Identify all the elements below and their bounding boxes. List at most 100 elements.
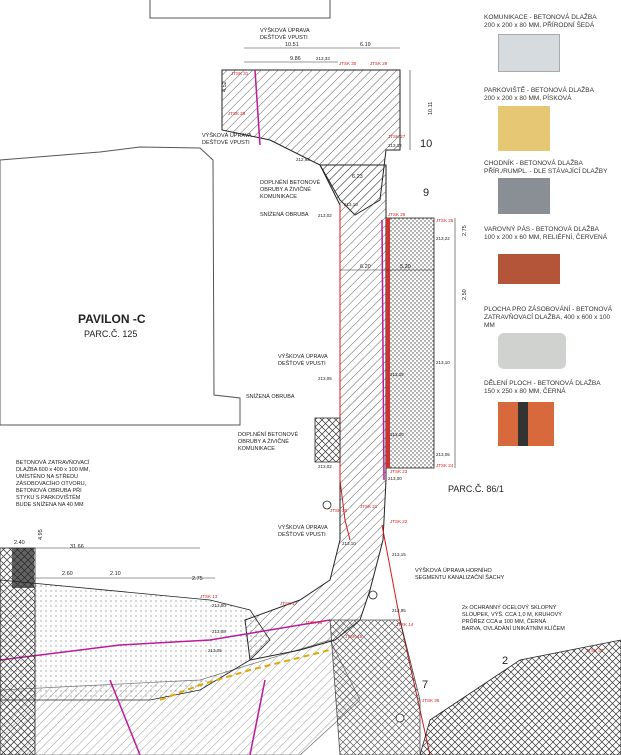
- label-zatrav-5: STYKU S PARKOVIŠTĚM: [16, 493, 81, 501]
- label-snizena-2: SNÍŽENÁ OBRUBA: [246, 392, 295, 400]
- dim-d16: 5.20: [400, 264, 411, 270]
- label-sloupky-2: PRŮŘEZ CCA ⌀ 100 MM, ČERNÁ: [462, 617, 546, 625]
- section-mark-7: 7: [422, 679, 428, 691]
- manhole-3: [395, 713, 405, 723]
- label-snizena-1: SNÍŽENÁ OBRUBA: [260, 210, 309, 218]
- legend-title-1: PARKOVIŠTĚ - BETONOVÁ DLAŽBA: [484, 87, 594, 94]
- magenta-lower-2: [109, 679, 141, 755]
- dim-d2: 9.86: [290, 56, 301, 62]
- label-zatrav-3: ZÁSOBOVACÍHO OTVORU,: [16, 480, 87, 487]
- label-vyskova-4a: VÝŠKOVÁ ÚPRAVA: [278, 524, 328, 531]
- legend-swatch-1: [498, 106, 550, 151]
- jtsk-17: JTSK 17: [280, 601, 298, 606]
- bottom-right-area: [419, 639, 621, 755]
- label-doplneni-1b: OBRUBY A ŽIVIČNÉ: [260, 185, 311, 193]
- level-0: 213,33: [316, 56, 330, 61]
- jtsk-30: JTSK 30: [339, 61, 357, 66]
- level-16: 213,05: [208, 648, 222, 653]
- jtsk-16: JTSK 16: [305, 620, 323, 625]
- yellow-line: [159, 649, 331, 701]
- label-doplneni-1a: DOPLNĚNÍ BETONOVÉ: [260, 178, 320, 186]
- legend-item-1: PARKOVIŠTĚ - BETONOVÁ DLAŽBA 200 x 200 x…: [484, 87, 620, 103]
- legend-item-3: VAROVNÝ PÁS - BETONOVÁ DLAŽBA 100 x 200 …: [484, 226, 620, 242]
- dim-d12: 2.60: [62, 571, 73, 577]
- label-vyskova-3a: VÝŠKOVÁ ÚPRAVA: [278, 353, 328, 360]
- level-6: 213,10: [436, 360, 450, 365]
- jtsk-21: JTSK 21: [360, 504, 378, 509]
- level-12: 213,15: [392, 552, 406, 557]
- legend-swatch-2: [498, 178, 550, 214]
- label-vyskova-4b: DEŠŤOVÉ VPUSTI: [278, 530, 326, 538]
- legend-sub-0: 200 x 200 x 80 MM, PŘÍRODNÍ ŠEDÁ: [484, 22, 595, 29]
- bottom-center-area: [329, 619, 421, 755]
- label-vyskova-1a: VÝŠKOVÁ ÚPRAVA: [260, 27, 310, 34]
- boundary-red: [339, 205, 351, 541]
- legend-swatch-5-stripe: [518, 402, 528, 446]
- magenta-lower-3: [249, 679, 266, 755]
- section-mark-2: 2: [502, 655, 508, 667]
- legend-title-4: PLOCHA PRO ZÁSOBOVÁNÍ - BETONOVÁ: [484, 306, 613, 313]
- dim-d13: 2.10: [110, 571, 121, 577]
- section-marks: 10 9 7 2: [420, 138, 508, 691]
- label-sachta-b: SEGMENTU KANALIZAČNÍ ŠACHY: [415, 574, 505, 581]
- jtsk-29: JTSK 29: [370, 61, 388, 66]
- label-zatrav-0: BETONOVÁ ZATRAVŇOVACÍ: [16, 459, 90, 466]
- jtsk-27: JTSK 27: [388, 134, 406, 139]
- label-doplneni-1c: KOMUNIKACE: [260, 194, 297, 200]
- label-zatrav-1: DLAŽBA 600 x 400 x 100 MM,: [16, 465, 90, 473]
- dim-d11: 31.66: [70, 544, 84, 550]
- dim-d6: 6.23: [352, 174, 363, 180]
- legend-sub-3: 100 x 200 x 60 MM, RELIÉFNÍ, ČERVENÁ: [484, 234, 608, 241]
- black-block: [12, 548, 34, 588]
- cross-strip: [386, 218, 390, 468]
- dim-d5: 10.11: [428, 102, 434, 115]
- section-mark-9: 9: [423, 187, 429, 199]
- jtsk-24: JTSK 24: [436, 463, 454, 468]
- level-2: 212,92: [296, 157, 310, 162]
- level-3: 213,02: [318, 213, 332, 218]
- legend-sub-2: PŘÍR./RUMPL. - DLE STÁVAJÍCÍ DLAŽBY: [484, 168, 608, 175]
- legend-item-4: PLOCHA PRO ZÁSOBOVÁNÍ - BETONOVÁ ZATRAVŇ…: [484, 306, 620, 330]
- manhole-1: [322, 500, 332, 510]
- magenta-lower: [0, 619, 331, 661]
- section-mark-10: 10: [420, 138, 432, 150]
- level-18: 213,20: [390, 432, 404, 437]
- dimension-lines: [0, 47, 456, 579]
- label-sachta-a: VÝŠKOVÁ ÚPRAVA HORNÍHO: [415, 567, 493, 574]
- label-zatrav-4: BETONOVÁ OBRUBA PŘI: [16, 486, 82, 494]
- legend-item-0: KOMUNIKACE - BETONOVÁ DLAŽBA 200 x 200 x…: [484, 14, 620, 30]
- level-5: 213,22: [436, 236, 450, 241]
- jtsk-15: JTSK 15: [345, 634, 363, 639]
- jtsk-22: JTSK 22: [390, 519, 408, 524]
- jtsk-28: JTSK 28: [228, 111, 246, 116]
- dotted-parking-strip: [385, 217, 435, 469]
- legend-item-2: CHODNÍK - BETONOVÁ DLAŽBA PŘÍR./RUMPL. -…: [484, 160, 620, 176]
- label-zatrav-2: UMÍSTĚNO NA STŘEDU: [16, 472, 78, 480]
- pavilon-title: PAVILON -C: [78, 312, 146, 326]
- level-17: 213,05: [318, 376, 332, 381]
- dim-d7: 6.20: [360, 264, 371, 270]
- level-13: 213,00: [212, 603, 226, 608]
- label-vyskova-3b: DEŠŤOVÉ VPUSTI: [278, 359, 326, 367]
- level-11: 213,10: [342, 541, 356, 546]
- jtsk-31: JTSK 31: [231, 71, 249, 76]
- level-1: 213,12: [388, 143, 402, 148]
- pavilon-parcel: PARC.Č. 125: [84, 329, 137, 339]
- jtsk-37: JTSK 37: [586, 648, 604, 653]
- legend-item-5: DĚLENÍ PLOCH - BETONOVÁ DLAŽBA 150 x 250…: [484, 380, 620, 396]
- jtsk-25: JTSK 25: [436, 218, 454, 223]
- top-building: [149, 0, 331, 19]
- legend-title-2: CHODNÍK - BETONOVÁ DLAŽBA: [484, 160, 583, 167]
- jtsk-26: JTSK 26: [388, 212, 406, 217]
- dim-d9: 2.50: [462, 289, 468, 300]
- boundary-magenta-2: [381, 219, 385, 481]
- label-sloupky-1: SLOUPEK, VÝŠ. CCA 1,0 M, KRUHOVÝ: [462, 611, 562, 618]
- legend-title-5: DĚLENÍ PLOCH - BETONOVÁ DLAŽBA: [484, 380, 601, 387]
- dim-d10: 2.40: [14, 540, 25, 546]
- jtsk-23: JTSK 23: [390, 469, 408, 474]
- level-4: 213,10: [344, 202, 358, 207]
- annotation-labels: VÝŠKOVÁ ÚPRAVA DEŠŤOVÉ VPUSTI VÝŠKOVÁ ÚP…: [16, 27, 565, 632]
- label-sloupky-3: BARVA, OVLÁDÁNÍ UNIKÁTNÍM KLÍČEM: [462, 625, 565, 632]
- dim-d8: 2.75: [462, 225, 468, 236]
